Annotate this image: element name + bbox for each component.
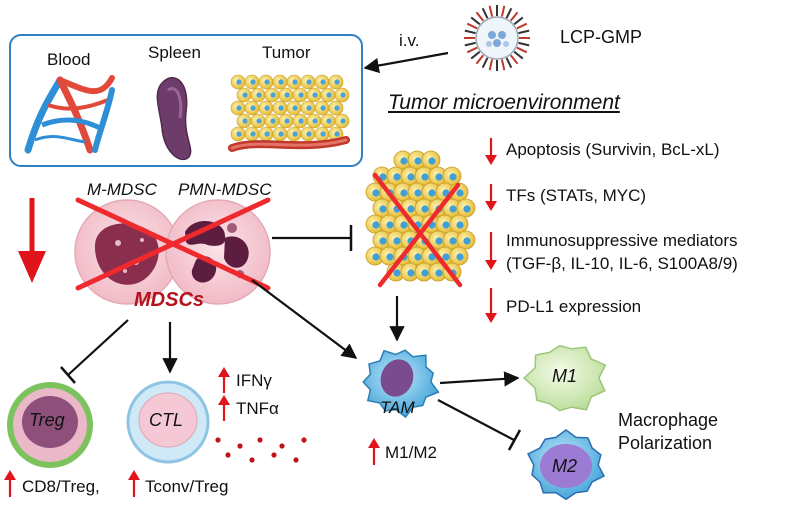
tumor-cluster-icon <box>365 150 476 282</box>
organ-label-spleen: Spleen <box>148 43 201 62</box>
tumor-tissue-icon <box>228 74 350 152</box>
ratio-m1-m2: M1/M2 <box>385 443 437 462</box>
tam-cell <box>362 349 440 419</box>
blood-vessels-icon <box>24 75 115 154</box>
cytokine-ifng: IFNγ <box>236 371 272 390</box>
polarization-label: Polarization <box>618 433 713 453</box>
tme-item-apoptosis: Apoptosis (Survivin, BcL-xL) <box>506 140 720 159</box>
m1-label: M1 <box>552 366 578 386</box>
iv-arrow <box>363 51 449 74</box>
tme-item-tfs: TFs (STATs, MYC) <box>506 186 647 205</box>
m2-label: M2 <box>552 456 578 476</box>
m-mdsc-label: M-MDSC <box>87 180 157 199</box>
nanoparticle-icon <box>464 5 530 71</box>
increase-arrows <box>4 367 380 497</box>
ctl-label: CTL <box>149 410 184 430</box>
tme-decrease-arrows <box>485 138 497 323</box>
tam-inhibits-m2-bar <box>507 429 522 451</box>
organ-label-tumor: Tumor <box>262 43 311 62</box>
cytokine-dots <box>215 437 307 463</box>
mdsc-inhibits-treg-bar <box>60 366 76 384</box>
tam-to-m1-arrow <box>439 371 520 387</box>
pmn-mdsc-label: PMN-MDSC <box>178 180 272 199</box>
tam-inhibits-m2-line <box>437 399 515 441</box>
m1-macrophage-cell <box>522 344 607 412</box>
organ-label-blood: Blood <box>47 50 91 69</box>
treg-label: Treg <box>29 410 65 430</box>
ratio-tconv-treg: Tconv/Treg <box>145 477 229 496</box>
cytokine-tnfa: TNFα <box>236 399 279 418</box>
mdsc-inhibits-treg-line <box>67 319 129 376</box>
mdscs-label: MDSCs <box>134 289 205 311</box>
m2-macrophage-cell <box>526 428 606 501</box>
mdsc-to-tam-arrow <box>251 279 358 359</box>
tam-label: TAM <box>380 398 415 417</box>
macrophage-label: Macrophage <box>618 410 719 430</box>
tme-item-mediators: Immunosuppressive mediators <box>506 231 738 250</box>
mdsc-cross-mark <box>75 197 271 291</box>
tme-item-mediators-list: (TGF-β, IL-10, IL-6, S100A8/9) <box>506 254 738 273</box>
ctl-cell <box>126 380 210 464</box>
decrease-arrow-large <box>18 198 46 283</box>
spleen-icon <box>156 76 192 161</box>
tumor-cross-mark <box>372 172 463 288</box>
treg-cell <box>7 382 93 468</box>
tme-title: Tumor microenvironment <box>388 91 620 114</box>
tme-item-pdl1: PD-L1 expression <box>506 297 642 316</box>
ratio-cd8-treg: CD8/Treg, <box>22 477 100 496</box>
route-label: i.v. <box>399 31 420 50</box>
nanoparticle-label: LCP-GMP <box>560 27 643 47</box>
